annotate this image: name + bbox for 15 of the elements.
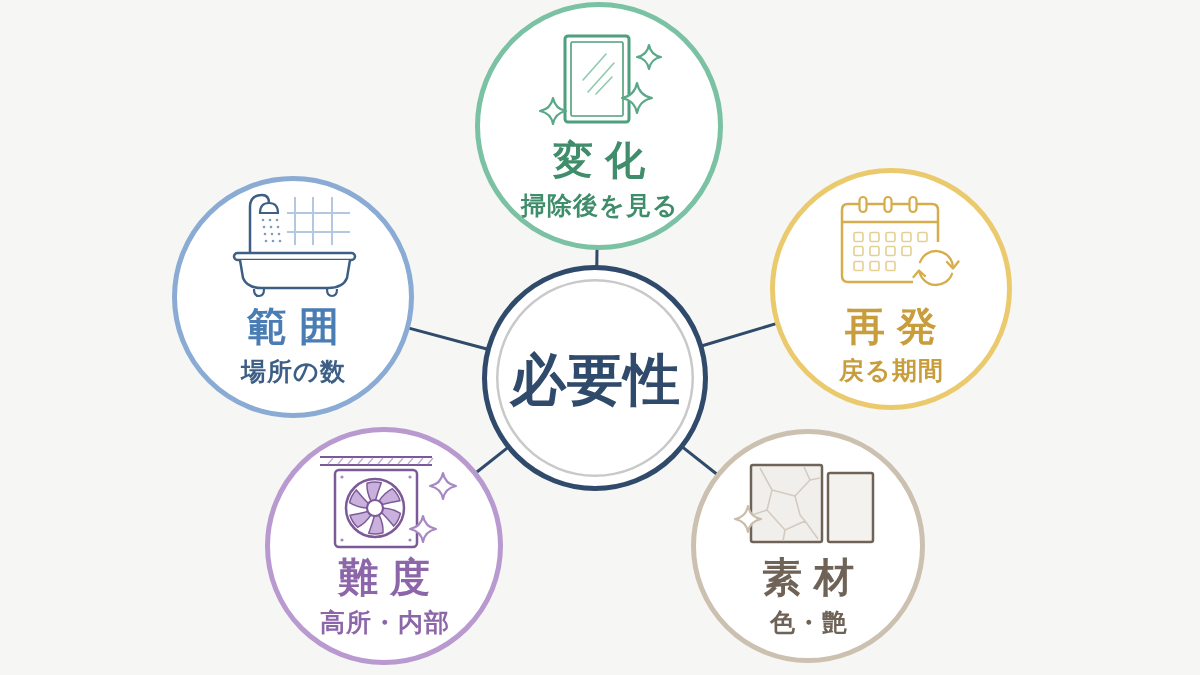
topic-heading: 範囲 bbox=[247, 306, 351, 346]
topic-subtitle: 場所の数 bbox=[241, 358, 346, 384]
topic-heading: 難度 bbox=[338, 557, 442, 597]
topic-heading: 素材 bbox=[762, 557, 866, 597]
topic-heading: 再発 bbox=[845, 306, 949, 346]
connector-line bbox=[701, 322, 777, 348]
topic-heading: 変化 bbox=[553, 140, 657, 180]
connector-line bbox=[475, 446, 509, 474]
connector-line bbox=[408, 326, 488, 351]
topic-subtitle: 戻る期間 bbox=[839, 357, 944, 383]
center-label: 必要性 bbox=[509, 352, 682, 408]
topic-subtitle: 掃除後を見る bbox=[520, 192, 679, 218]
topic-subtitle: 色・艶 bbox=[769, 609, 848, 635]
topic-subtitle: 高所・内部 bbox=[319, 609, 450, 635]
connector-line bbox=[681, 446, 718, 476]
